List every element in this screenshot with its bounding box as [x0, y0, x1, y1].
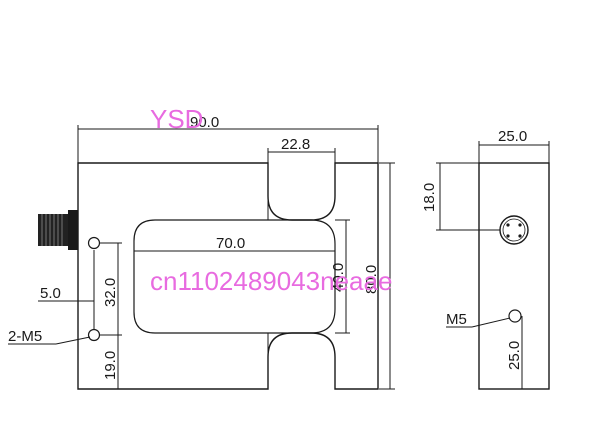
- dim-overall-width-text: 90.0: [190, 114, 219, 131]
- side-view: 25.0 18.0 25.0 M5: [421, 128, 550, 390]
- dim-slot-height-text: 40.0: [330, 263, 347, 292]
- dim-hole-spacing: 32.0: [100, 242, 122, 336]
- leader-mount-holes: 2-M5: [8, 328, 91, 345]
- dim-overall-height: 80.0: [363, 162, 395, 390]
- dim-side-hole: 25.0: [506, 316, 523, 389]
- dim-hole-spacing-text: 32.0: [102, 278, 119, 307]
- dim-overall-height-text: 80.0: [363, 265, 380, 294]
- label-side-thread: M5: [446, 311, 467, 328]
- dim-slot-width-text: 70.0: [216, 235, 245, 252]
- sensor-slot: [133, 219, 336, 334]
- side-body-outline: [478, 162, 550, 390]
- dim-slot-width: 70.0: [134, 235, 335, 252]
- dim-depth-text: 25.0: [498, 128, 527, 145]
- dim-bottom-hole: 19.0: [102, 335, 119, 389]
- mount-hole-icon: [508, 309, 522, 323]
- dim-overall-width: 90.0: [77, 114, 379, 163]
- dim-bottom-hole-text: 19.0: [102, 351, 119, 380]
- dim-connector-height: 18.0: [421, 162, 500, 231]
- dim-arm-width-text: 22.8: [281, 136, 310, 153]
- dim-left-offset-text: 5.0: [40, 285, 61, 302]
- m8-connector-icon: [38, 210, 78, 250]
- watermark-brand: YSD: [150, 104, 203, 134]
- sensor-body-outline: [77, 162, 379, 390]
- dim-left-offset: 5.0: [38, 250, 95, 329]
- dim-side-hole-text: 25.0: [506, 341, 523, 370]
- watermark-store: cn1102489043neaae: [150, 266, 392, 296]
- m8-connector-icon: [499, 215, 529, 245]
- mount-hole-icon: [87, 236, 101, 250]
- dim-depth: 25.0: [478, 128, 550, 163]
- dim-arm-width: 22.8: [267, 136, 336, 163]
- leader-side-thread: M5: [446, 311, 511, 328]
- dim-connector-height-text: 18.0: [421, 183, 438, 212]
- dim-slot-height: 40.0: [330, 219, 350, 334]
- front-view: 90.0 22.8 70.0 40.0 80.0: [8, 114, 395, 390]
- label-mount-holes: 2-M5: [8, 328, 42, 345]
- mount-hole-icon: [87, 328, 101, 342]
